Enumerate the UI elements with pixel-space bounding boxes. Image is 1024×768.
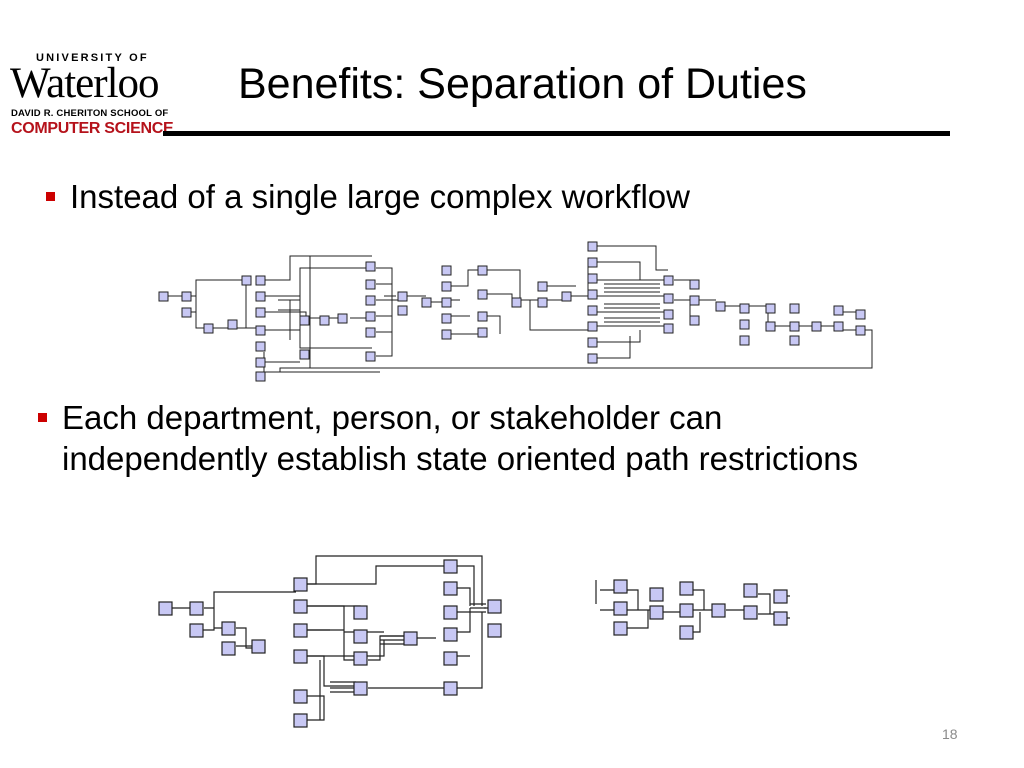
university-logo: UNIVERSITY OF Waterloo DAVID R. CHERITON…	[8, 52, 174, 138]
logo-computer-science: COMPUTER SCIENCE	[11, 120, 174, 137]
title-underline	[163, 131, 950, 136]
bullet-marker-icon	[46, 192, 55, 201]
department-workflow-diagram-b	[595, 579, 790, 640]
bullet-marker-icon	[38, 413, 47, 422]
logo-waterloo: Waterloo	[10, 60, 160, 107]
bullet-item-1: Instead of a single large complex workfl…	[46, 176, 946, 218]
bullet-text: Instead of a single large complex workfl…	[70, 178, 690, 215]
department-workflow-diagram-a	[158, 555, 502, 728]
logo-school-name: DAVID R. CHERITON SCHOOL OF	[11, 108, 169, 119]
bullet-item-2: Each department, person, or stakeholder …	[38, 397, 938, 527]
slide-title: Benefits: Separation of Duties	[238, 60, 807, 108]
logo-university-of: UNIVERSITY OF	[36, 52, 149, 64]
bullet-text: Each department, person, or stakeholder …	[62, 399, 859, 477]
page-number: 18	[942, 726, 958, 742]
large-workflow-diagram	[158, 241, 873, 382]
